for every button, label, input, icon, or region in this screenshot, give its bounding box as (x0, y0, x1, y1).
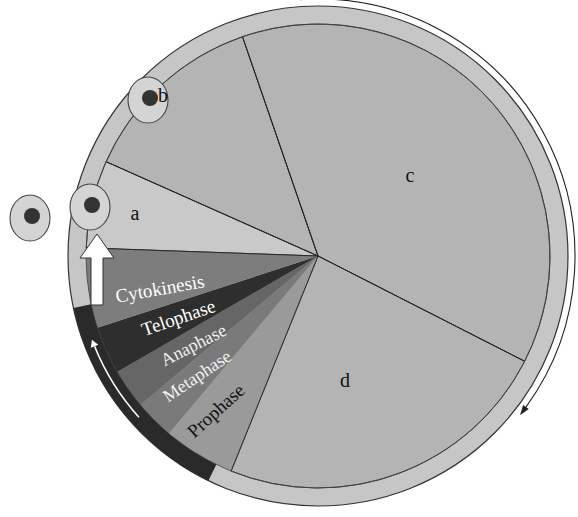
sector-line (242, 37, 318, 256)
band-arrow (95, 346, 139, 417)
phase-letter: b (158, 85, 168, 105)
cell-body (10, 195, 50, 241)
cell-body (128, 77, 168, 123)
cell-icon (70, 184, 110, 230)
sector-line (318, 256, 525, 361)
band-arrow-head (91, 340, 98, 348)
cell-nucleus (84, 197, 100, 213)
division-arrow (80, 234, 114, 305)
cell-nucleus (24, 208, 40, 224)
pie-group (68, 0, 575, 506)
phase-label: Cytokinesis (114, 271, 206, 305)
cycle-arrow (300, 0, 575, 407)
phase-letter: d (340, 370, 350, 390)
phase-letter: a (131, 203, 140, 223)
outer-ring (68, 6, 568, 506)
sector-line (86, 248, 318, 256)
cell-body (70, 184, 110, 230)
cell-icon (128, 77, 168, 123)
cycle-arrow-head (520, 405, 529, 415)
sector-line (231, 256, 318, 471)
sector-line (106, 162, 318, 256)
pie-rim (86, 24, 550, 488)
phase-letter: c (406, 165, 415, 185)
cell-icon (10, 195, 50, 241)
cell-nucleus (142, 90, 158, 106)
